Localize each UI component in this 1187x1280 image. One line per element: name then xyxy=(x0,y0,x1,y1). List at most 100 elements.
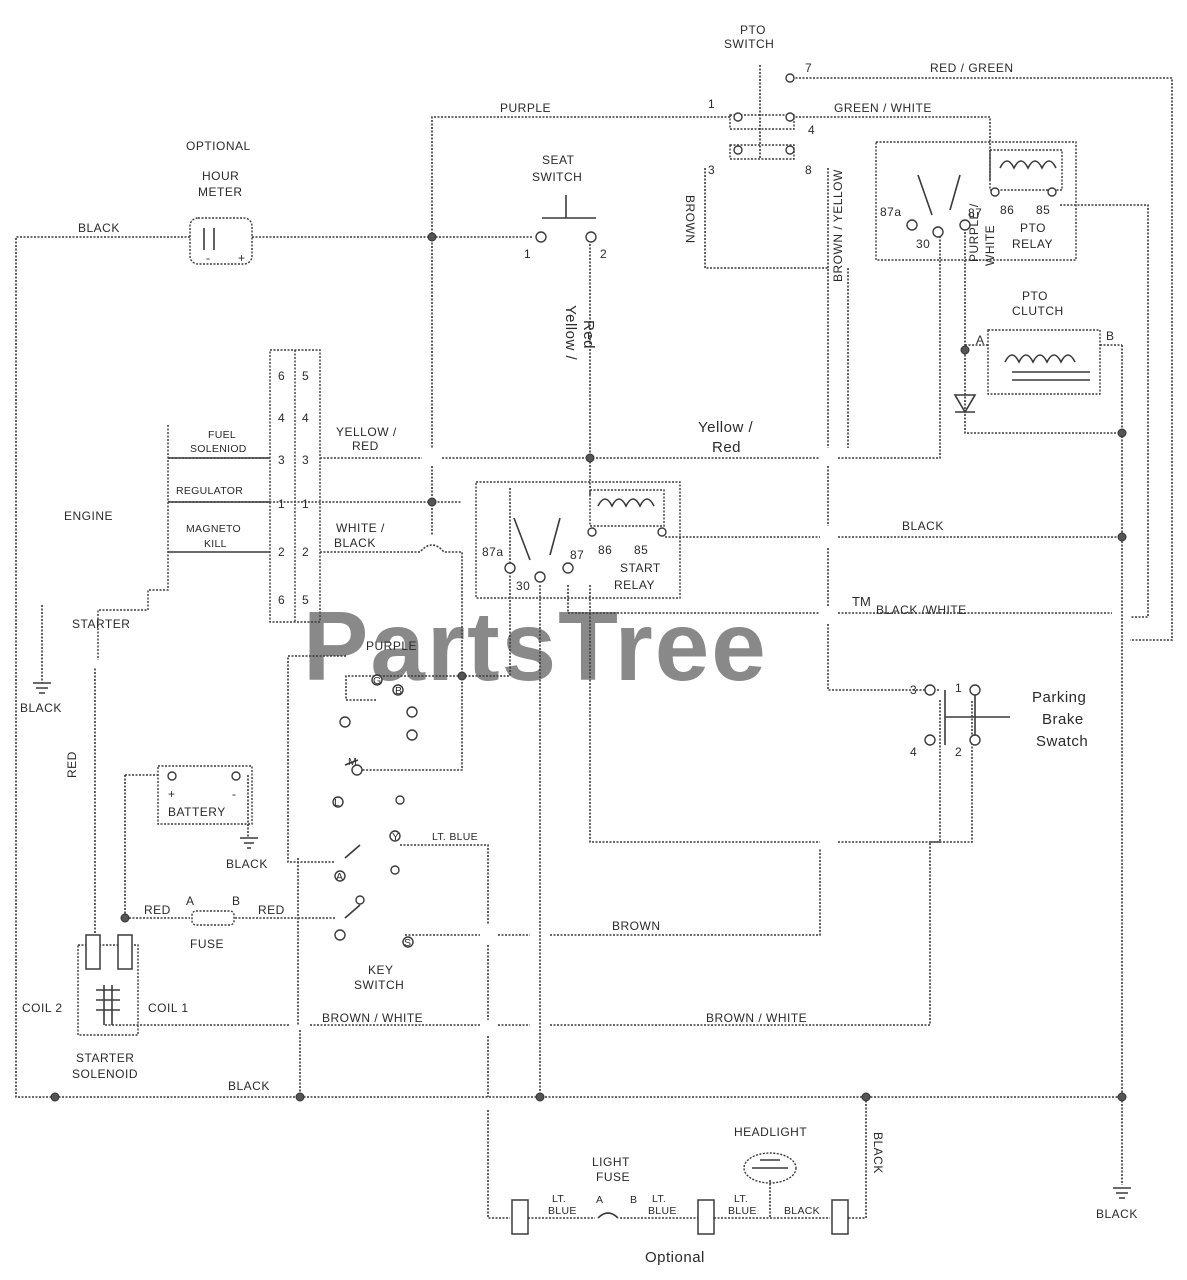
light-fuse-label-2: FUSE xyxy=(596,1170,630,1184)
ground-left-label: BLACK xyxy=(20,701,62,715)
light-fuse-b: B xyxy=(630,1194,637,1206)
wire-purple-white xyxy=(964,232,1122,434)
coil-2-label: COIL 2 xyxy=(22,1001,63,1015)
pto-terminal xyxy=(733,112,743,122)
pto-switch-label-1: PTO xyxy=(740,23,766,37)
lt-blue-label-1b: BLUE xyxy=(548,1205,577,1217)
magneto-label-1: MAGNETO xyxy=(186,523,241,535)
wire-green-white xyxy=(792,116,991,180)
key-terminal-b: B xyxy=(395,685,402,697)
junction-node xyxy=(1117,532,1127,542)
wire-purple-key xyxy=(345,675,462,701)
key-terminal xyxy=(351,764,363,776)
key-terminal xyxy=(371,674,383,686)
fuse-body xyxy=(191,910,235,926)
hour-meter-plus: + xyxy=(238,251,246,265)
wire-label-yellow-red-conn-1: YELLOW / xyxy=(336,425,397,439)
wire-label-lt-blue: LT. BLUE xyxy=(432,831,478,843)
seat-terminal-2: 2 xyxy=(600,247,607,261)
pto-relay-coil-box xyxy=(989,149,1063,191)
start-relay-contacts xyxy=(513,517,561,561)
regulator-label: REGULATOR xyxy=(176,485,243,497)
engine-outline xyxy=(97,425,169,660)
key-terminal xyxy=(390,865,400,875)
wire-brown-yellow xyxy=(827,466,940,691)
key-terminal-g: G xyxy=(373,675,381,687)
key-terminal-a: A xyxy=(336,871,343,883)
pto-terminal xyxy=(785,112,795,122)
wire-yellow-red-horizontal xyxy=(320,237,941,459)
wire-lt-blue-down xyxy=(487,945,510,1219)
wire-label-yellow-red-v1: Yellow / xyxy=(562,305,579,360)
key-terminal-l: L xyxy=(334,797,340,809)
wire-label-purple-white-2: WHITE xyxy=(983,225,997,266)
start-relay-30: 30 xyxy=(516,579,530,593)
battery-terminal xyxy=(167,771,177,781)
wire-pto-relay-85 xyxy=(1060,204,1149,618)
hour-meter-minus: - xyxy=(206,251,211,265)
wire-purple-pto xyxy=(431,116,730,448)
key-switch-label-1: KEY xyxy=(368,963,394,977)
battery-ground-icon xyxy=(240,837,258,849)
hour-meter-label-1: HOUR xyxy=(202,169,239,183)
wire-label-brown-white-2: BROWN / WHITE xyxy=(706,1011,807,1025)
junction-node xyxy=(427,232,437,242)
grounds: BLACK BLACK BLACK xyxy=(20,682,1137,1221)
seat-switch-label-2: SWITCH xyxy=(532,170,582,184)
start-relay: 87a 30 87 86 85 START RELAY xyxy=(475,481,681,599)
lt-blue-label-1a: LT. xyxy=(552,1193,566,1205)
engine-connector: 6 4 3 1 2 6 5 4 3 1 2 5 xyxy=(269,349,321,623)
start-relay-terminal xyxy=(587,527,597,537)
wire-black-headlight xyxy=(848,1097,867,1219)
pto-terminal-7-label: 7 xyxy=(805,61,812,75)
conn-right-pin: 3 xyxy=(302,453,309,467)
ground-icon-left xyxy=(33,682,51,694)
conn-right-pin: 4 xyxy=(302,411,309,425)
seat-terminal xyxy=(585,231,597,243)
pto-terminal-3-label: 3 xyxy=(708,163,715,177)
wire-black-white xyxy=(567,585,1112,614)
wire-brown-white xyxy=(105,750,941,1026)
wire-purple-loop xyxy=(287,655,346,863)
solenoid-post xyxy=(85,934,101,970)
pto-relay-box xyxy=(875,141,1077,261)
key-terminal-s: S xyxy=(404,937,411,949)
key-switch-contacts xyxy=(344,759,361,919)
wire-label-black-bottom: BLACK xyxy=(228,1079,270,1093)
wire-brown-pto xyxy=(704,168,829,448)
ground-battery-label: BLACK xyxy=(226,857,268,871)
battery-minus: - xyxy=(232,787,237,801)
light-fuse-icon xyxy=(597,1212,619,1219)
engine-leads xyxy=(168,457,270,553)
clutch-terminal-b: B xyxy=(1106,329,1115,343)
wire-label-red-vertical: RED xyxy=(65,751,79,778)
parking-label-1: Parking xyxy=(1032,689,1086,706)
watermark-trademark: TM xyxy=(852,594,871,609)
pto-switch-label-2: SWITCH xyxy=(724,37,774,51)
parking-terminal xyxy=(924,684,936,696)
start-relay-87: 87 xyxy=(570,548,584,562)
wire-label-black-top: BLACK xyxy=(78,221,120,235)
wire-label-red-green: RED / GREEN xyxy=(930,61,1014,75)
conn-right-pin: 1 xyxy=(302,497,309,511)
solenoid-label-1: STARTER xyxy=(76,1051,134,1065)
pto-clutch-label-2: CLUTCH xyxy=(1012,304,1064,318)
pto-clutch-core xyxy=(1012,371,1090,381)
conn-left-pin: 3 xyxy=(278,453,285,467)
wire-label-yellow-red-conn-2: RED xyxy=(352,439,379,453)
wire-label-purple-white-1: PURPLE / xyxy=(967,203,981,262)
wire-label-brown: BROWN xyxy=(683,195,697,244)
key-terminal xyxy=(406,729,418,741)
light-fuse-a: A xyxy=(596,1194,603,1206)
fuel-solenoid-label-1: FUEL xyxy=(208,429,236,441)
solenoid-label-2: SOLENOID xyxy=(72,1067,138,1081)
seat-terminal xyxy=(535,231,547,243)
pto-clutch-box xyxy=(987,329,1101,395)
start-relay-87a: 87a xyxy=(482,545,504,559)
pto-relay-terminal xyxy=(990,187,1000,197)
pto-relay: 87a 30 87 86 85 PTO RELAY xyxy=(875,141,1077,261)
connector-plug xyxy=(697,1199,715,1235)
start-relay-coil-box xyxy=(589,489,665,527)
start-relay-terminal xyxy=(562,562,574,574)
